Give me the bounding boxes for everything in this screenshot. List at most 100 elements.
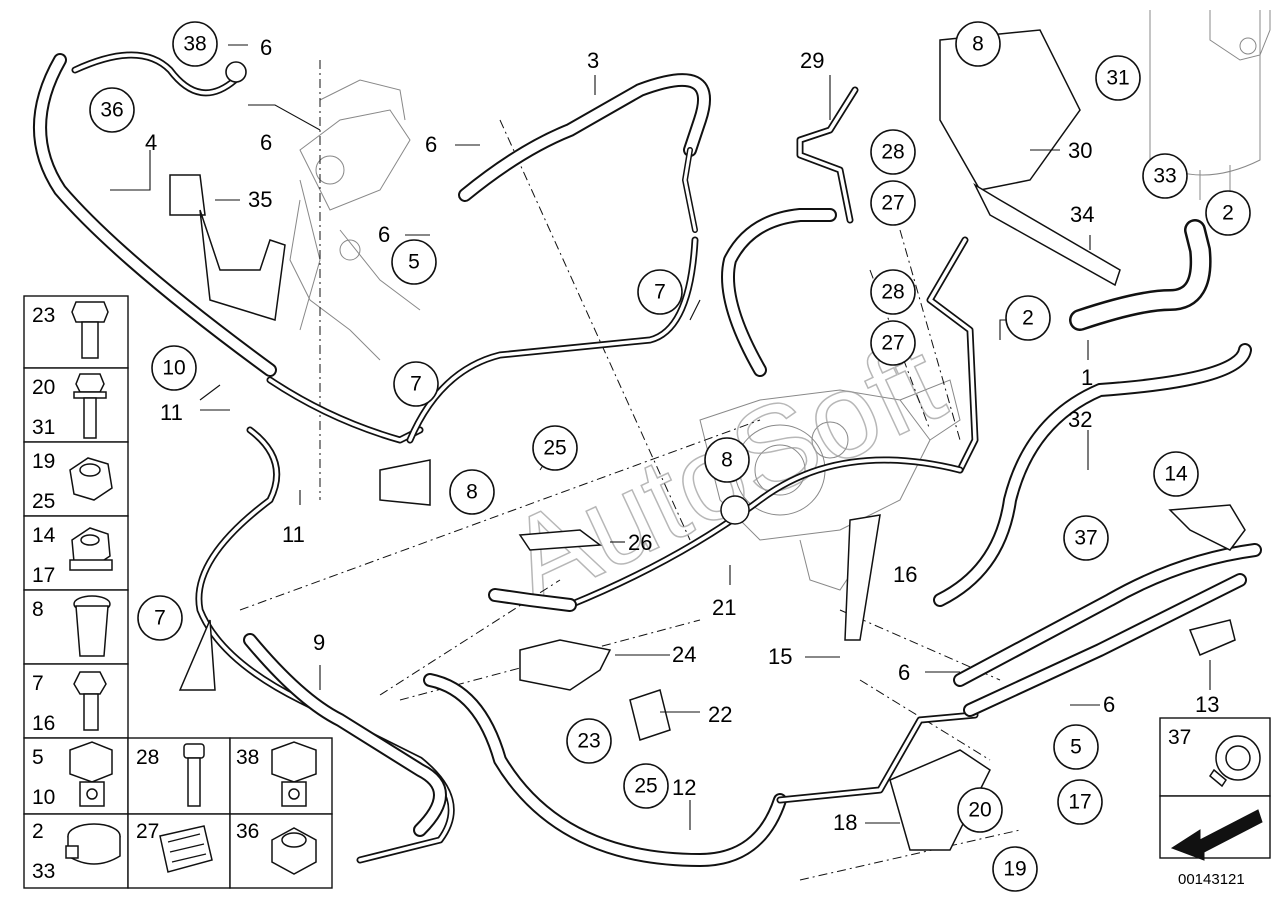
label-9: 9 — [313, 630, 325, 655]
svg-text:36: 36 — [236, 820, 259, 843]
svg-text:7: 7 — [154, 607, 166, 630]
sleeve-bolt-icon — [73, 595, 111, 657]
callout-5-top: 5 — [391, 239, 437, 285]
svg-text:31: 31 — [32, 416, 55, 439]
callout-7-bottom: 7 — [137, 595, 183, 641]
callout-5-low: 5 — [1053, 724, 1099, 770]
svg-text:17: 17 — [32, 564, 55, 587]
svg-text:20: 20 — [32, 376, 55, 399]
bracket-14 — [1168, 504, 1246, 551]
leader-lines — [110, 44, 1211, 830]
svg-text:37: 37 — [1074, 527, 1097, 550]
callout-8-mid: 8 — [704, 437, 750, 483]
callout-27-top: 27 — [870, 180, 916, 226]
callout-38: 38 — [172, 21, 218, 67]
label-13: 13 — [1195, 692, 1219, 717]
label-24: 24 — [672, 642, 696, 667]
label-6-a: 6 — [425, 132, 437, 157]
label-11-bottom: 11 — [282, 522, 305, 547]
reference-number: 00143121 — [1178, 871, 1245, 888]
hoses — [33, 51, 1262, 867]
arrow-icon — [1170, 809, 1263, 861]
callout-2-right: 2 — [1205, 190, 1251, 236]
label-22: 22 — [708, 702, 732, 727]
svg-text:27: 27 — [881, 332, 904, 355]
svg-text:7: 7 — [654, 281, 666, 304]
svg-text:25: 25 — [543, 437, 566, 460]
label-6-top: 6 — [260, 35, 272, 60]
bracket-35 — [199, 209, 286, 321]
label-30: 30 — [1068, 138, 1092, 163]
svg-text:23: 23 — [577, 730, 600, 753]
label-16: 16 — [893, 562, 917, 587]
callout-19: 19 — [992, 846, 1038, 892]
svg-text:14: 14 — [1164, 463, 1188, 486]
svg-text:31: 31 — [1106, 67, 1129, 90]
svg-text:8: 8 — [972, 33, 984, 56]
pump-pulley — [720, 495, 750, 525]
label-26: 26 — [628, 530, 652, 555]
callout-36: 36 — [89, 87, 135, 133]
label-3: 3 — [587, 48, 599, 73]
callout-25-low: 25 — [623, 763, 669, 809]
svg-text:23: 23 — [32, 304, 55, 327]
inset-37: 37 00143121 — [1159, 717, 1271, 888]
svg-text:28: 28 — [881, 281, 904, 304]
svg-text:27: 27 — [136, 820, 159, 843]
flange-nut-icon — [271, 827, 317, 875]
bracket-26 — [518, 529, 603, 551]
callout-2-mid: 2 — [1005, 295, 1051, 341]
svg-text:38: 38 — [183, 33, 206, 56]
label-15: 15 — [768, 644, 792, 669]
svg-text:2: 2 — [1222, 202, 1234, 225]
banjo-bolt-icon — [69, 741, 113, 807]
svg-text:37: 37 — [1168, 726, 1191, 749]
label-6-d: 6 — [1103, 692, 1115, 717]
bracket-22 — [629, 689, 671, 741]
callout-28-top: 28 — [870, 129, 916, 175]
callout-25-mid: 25 — [532, 425, 578, 471]
callout-10: 10 — [151, 345, 197, 391]
label-21: 21 — [712, 595, 736, 620]
svg-text:20: 20 — [968, 799, 991, 822]
bracket-24 — [519, 639, 612, 691]
label-29: 29 — [800, 48, 824, 73]
label-11-left: 11 — [160, 400, 183, 425]
svg-text:33: 33 — [32, 860, 55, 883]
svg-text:19: 19 — [1003, 858, 1026, 881]
svg-text:5: 5 — [408, 251, 420, 274]
svg-text:19: 19 — [32, 450, 55, 473]
flange-bolt-icon — [73, 373, 107, 439]
callout-31: 31 — [1095, 55, 1141, 101]
callout-7-mid: 7 — [637, 269, 683, 315]
label-18: 18 — [833, 810, 857, 835]
callout-8-top: 8 — [955, 21, 1001, 67]
svg-text:8: 8 — [32, 598, 44, 621]
svg-text:25: 25 — [32, 490, 55, 513]
label-12: 12 — [672, 775, 696, 800]
callout-7-left: 7 — [393, 361, 439, 407]
svg-text:33: 33 — [1153, 165, 1176, 188]
svg-text:2: 2 — [32, 820, 44, 843]
svg-text:2: 2 — [1022, 307, 1034, 330]
callout-6-top-small — [225, 61, 247, 83]
label-32: 32 — [1068, 407, 1092, 432]
hose-clamp-icon — [65, 823, 121, 865]
clip-nut-icon — [159, 825, 213, 873]
svg-text:8: 8 — [721, 449, 733, 472]
holder-13 — [1188, 619, 1236, 656]
hex-nut-icon — [69, 457, 113, 501]
pressure-switch — [169, 174, 206, 216]
clamp-icon — [1209, 735, 1261, 788]
svg-text:14: 14 — [32, 524, 56, 547]
svg-text:36: 36 — [100, 99, 123, 122]
hex-bolt-icon — [71, 301, 109, 359]
svg-text:5: 5 — [1070, 736, 1082, 759]
bracket-7 — [178, 619, 216, 691]
label-6-b: 6 — [378, 222, 390, 247]
circled-callouts: 38 36 5 10 7 7 8 25 8 7 28 27 28 27 8 31… — [89, 21, 1251, 892]
collar-nut-icon — [69, 527, 113, 571]
label-1: 1 — [1081, 365, 1093, 390]
label-35: 35 — [248, 187, 272, 212]
callout-8-left: 8 — [449, 469, 495, 515]
